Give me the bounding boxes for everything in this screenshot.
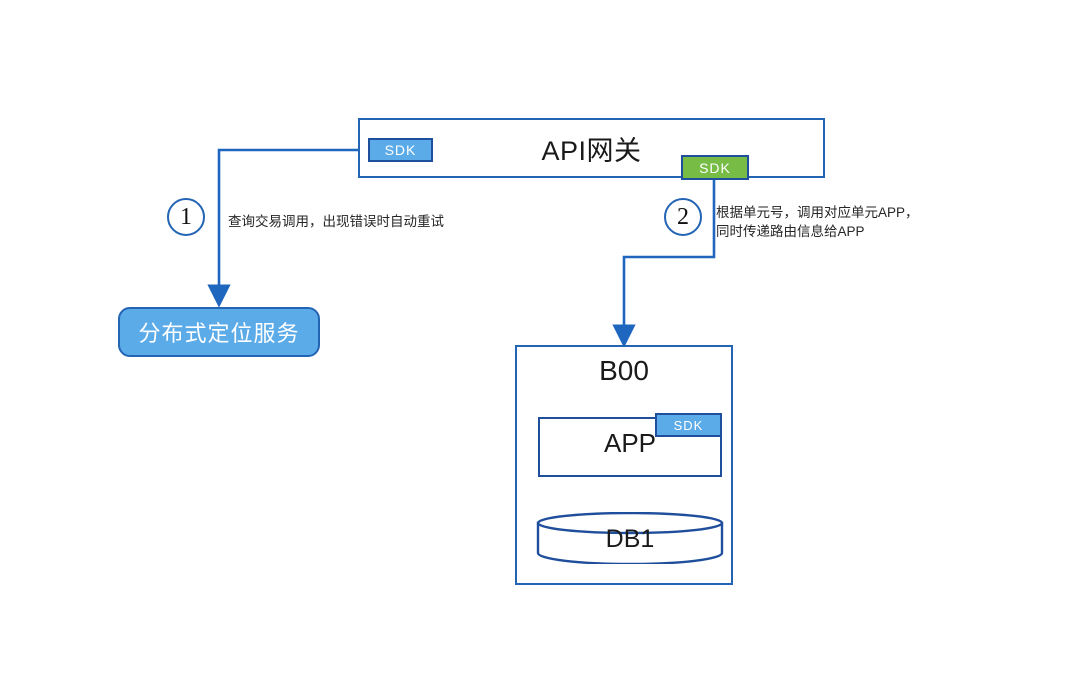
api-gateway-title: API网关: [541, 135, 642, 166]
step-2-line-2: 同时传递路由信息给APP: [716, 224, 865, 239]
distributed-locating-service-box[interactable]: 分布式定位服务: [118, 307, 320, 357]
database-cylinder[interactable]: [536, 512, 724, 564]
step-2-line-1: 根据单元号，调用对应单元APP，: [716, 205, 919, 220]
step-2-label: 根据单元号，调用对应单元APP， 同时传递路由信息给APP: [716, 203, 919, 241]
database-label: DB1: [605, 525, 655, 553]
step-1-line-1: 查询交易调用，出现错误时自动重试: [228, 214, 444, 229]
gateway-sdk-left-badge[interactable]: SDK: [368, 138, 433, 162]
unit-b00-title: B00: [599, 355, 649, 386]
step-1-marker: 1: [167, 198, 205, 236]
step-1-label: 查询交易调用，出现错误时自动重试: [228, 212, 444, 231]
step-2-marker: 2: [664, 198, 702, 236]
app-sdk-badge[interactable]: SDK: [655, 413, 722, 437]
gateway-sdk-right-badge[interactable]: SDK: [681, 155, 749, 180]
app-label: APP: [603, 428, 657, 458]
